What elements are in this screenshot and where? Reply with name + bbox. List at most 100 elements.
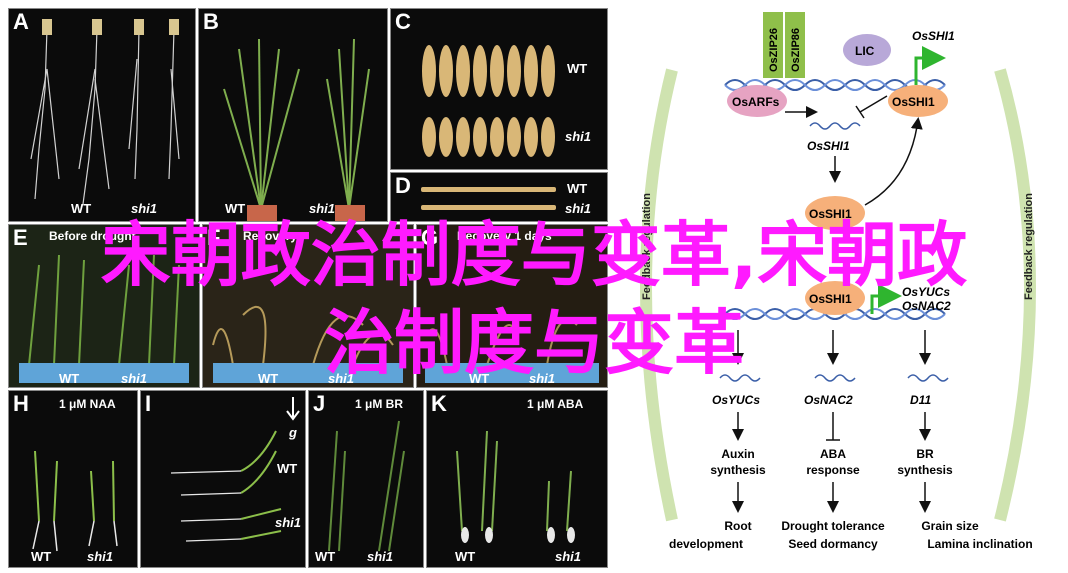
osnac2-label: OsNAC2 (804, 393, 853, 407)
panel-a-label: A (13, 9, 29, 34)
osyucs-gene-label: OsYUCs (902, 285, 950, 299)
oszip26-box (763, 12, 783, 78)
oszip86-label: OsZIP86 (790, 28, 802, 72)
aba-response-label: response (806, 463, 860, 477)
panel-c: C WT shi1 (390, 8, 608, 170)
panel-a-wt-label: WT (71, 201, 92, 216)
panel-h: H 1 μM NAA WT shi1 (8, 390, 138, 568)
panel-e-wt-label: WT (59, 371, 80, 386)
panel-e-shi1-label: shi1 (121, 371, 148, 386)
transcription-arrow-top (914, 46, 946, 85)
feedback-arc-right (994, 68, 1036, 522)
oszip26-label: OsZIP26 (768, 28, 780, 72)
osshi1-protein-bottom (805, 281, 865, 315)
panel-e-header: Before drought (49, 229, 136, 243)
panel-g-shi1-label: shi1 (529, 371, 556, 386)
panel-f-label: F (207, 225, 221, 250)
lic-label: LIC (855, 44, 875, 58)
osshi1-bottom-label: OsSHI1 (809, 292, 852, 306)
aba-label: ABA (820, 447, 846, 461)
drought-wilted-image (212, 305, 403, 383)
panel-b-shi1-label: shi1 (309, 201, 336, 216)
panel-e: E Before drought WT shi1 (8, 224, 200, 388)
panel-a: A WT shi1 (8, 8, 196, 222)
osshi1-protein-top (888, 85, 948, 117)
development-label: development (669, 537, 743, 551)
panel-a-shi1-label: shi1 (131, 201, 158, 216)
panel-h-shi1-label: shi1 (87, 549, 114, 564)
br-seedlings-image (328, 420, 405, 552)
panel-c-shi1-label: shi1 (565, 129, 592, 144)
overlay-title-line2: 治制度与变革 (324, 302, 744, 384)
panel-j: J 1 μM BR WT shi1 (308, 390, 424, 568)
naa-seedlings-image (32, 450, 118, 552)
panel-b-label: B (203, 9, 219, 34)
osshi1-mid-label: OsSHI1 (809, 207, 852, 221)
d11-label: D11 (910, 393, 931, 407)
panel-g-wt-label: WT (469, 371, 490, 386)
panel-h-header: 1 μM NAA (59, 397, 116, 411)
oszip86-box (785, 12, 805, 78)
panel-e-label: E (13, 225, 28, 250)
feedback-arc-left (640, 68, 678, 522)
panel-d-wt-label: WT (567, 181, 588, 196)
seedling-roots-image (30, 19, 180, 205)
panel-d-label: D (395, 173, 411, 198)
overlay-title-line1: 宋朝政治制度与变革,宋朝政 (100, 214, 968, 296)
panel-d-shi1-label: shi1 (565, 201, 592, 216)
osnac2-gene-label: OsNAC2 (902, 299, 951, 313)
panel-k-header: 1 μM ABA (527, 397, 584, 411)
drought-before-image (19, 254, 189, 383)
gravitropism-image (170, 397, 300, 542)
osarfs-label: OsARFs (732, 95, 780, 109)
panel-k-label: K (431, 391, 447, 416)
panel-f-header: Recovery (243, 229, 298, 243)
panel-h-wt-label: WT (31, 549, 52, 564)
panel-i-g-label: g (289, 425, 297, 440)
panel-f: F Recovery WT shi1 (202, 224, 414, 388)
panel-b-wt-label: WT (225, 201, 246, 216)
osshi1-protein-mid (805, 196, 865, 230)
panel-k: K 1 μM ABA WT shi1 (426, 390, 608, 568)
panel-g: G Recovery 1 days WT shi1 (416, 224, 608, 388)
panel-j-label: J (313, 391, 326, 416)
lic-node (843, 34, 891, 66)
grain-size-label: Grain size (921, 519, 979, 533)
root-label: Root (724, 519, 751, 533)
panel-j-wt-label: WT (315, 549, 336, 564)
panel-k-shi1-label: shi1 (555, 549, 582, 564)
br-synthesis-label: synthesis (897, 463, 953, 477)
dna-strand-bottom (724, 308, 946, 320)
panel-f-shi1-label: shi1 (328, 371, 355, 386)
drought-tolerance-label: Drought tolerance (781, 519, 885, 533)
drought-recovery-image (425, 319, 599, 383)
osshi1-mrna-label: OsSHI1 (807, 139, 850, 153)
panel-g-header: Recovery 1 days (457, 229, 552, 243)
seeds-image (422, 45, 555, 157)
panel-i-label: I (145, 391, 152, 416)
panel-i: I g WT shi1 (140, 390, 306, 568)
auxin-label: Auxin (721, 447, 754, 461)
lamina-inclination-label: Lamina inclination (927, 537, 1032, 551)
panel-b: B WT shi1 (198, 8, 388, 222)
seed-dormancy-label: Seed dormancy (788, 537, 878, 551)
panel-j-header: 1 μM BR (355, 397, 404, 411)
panel-g-label: G (421, 225, 439, 250)
aba-seedlings-image (456, 430, 575, 543)
osyucs-label: OsYUCs (712, 393, 760, 407)
osshi1-gene-label: OsSHI1 (912, 29, 955, 43)
osshi1-top-label: OsSHI1 (892, 95, 935, 109)
mature-plants-image (223, 38, 370, 221)
osarfs-node (727, 85, 787, 117)
feedback-right-label: Feedback regulation (1023, 193, 1035, 300)
panel-c-label: C (395, 9, 411, 34)
lic-inhibit-bar (855, 95, 888, 119)
panel-i-shi1-label: shi1 (275, 515, 302, 530)
panel-i-wt-label: WT (277, 461, 298, 476)
panel-j-shi1-label: shi1 (367, 549, 394, 564)
panel-d: D WT shi1 (390, 172, 608, 222)
signaling-diagram: Feedback regulation Feedback regulation … (640, 12, 1036, 551)
br-label: BR (916, 447, 934, 461)
panel-f-wt-label: WT (258, 371, 279, 386)
auxin-synthesis-label: synthesis (710, 463, 766, 477)
